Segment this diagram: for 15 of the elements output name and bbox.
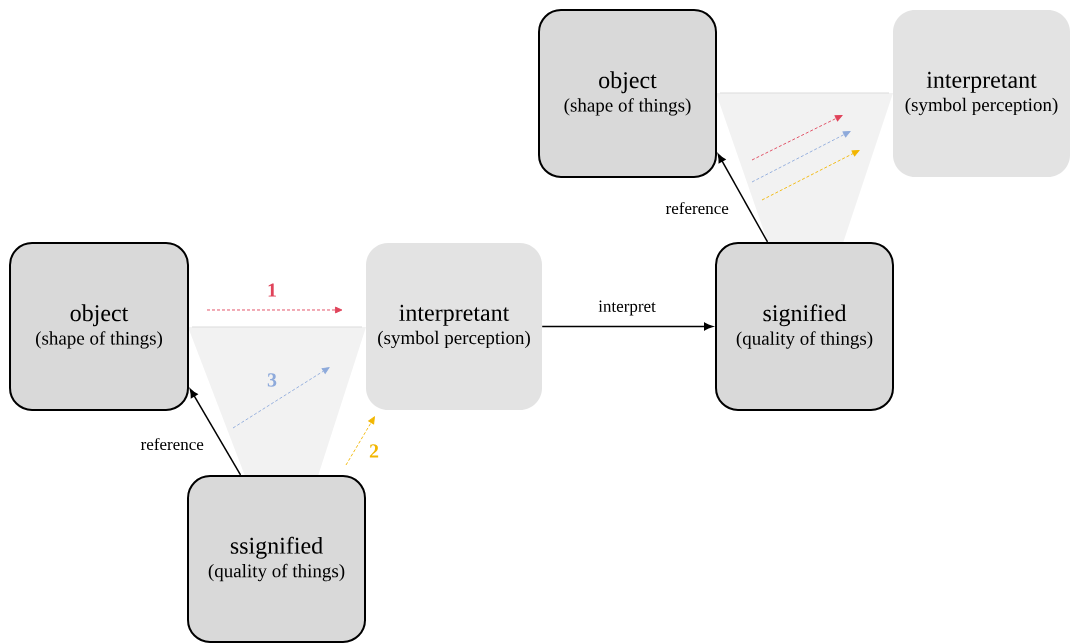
concept-box: object (shape of things) — [538, 9, 717, 178]
arrow — [541, 322, 713, 331]
edge-label: reference — [665, 201, 729, 215]
step-number: 1 — [268, 283, 276, 297]
concept-box: object (shape of things) — [9, 242, 189, 411]
edge-label: interpret — [598, 300, 656, 316]
concept-box: ssignified (quality of things) — [187, 475, 366, 643]
concept-box: interpretant (symbol perception) — [893, 10, 1070, 177]
step-number: 2 — [369, 444, 379, 458]
arrow — [189, 388, 242, 476]
edge-label: reference — [140, 437, 204, 451]
concept-box: interpretant (symbol perception) — [366, 243, 542, 410]
arrow — [717, 153, 769, 243]
step-number: 3 — [267, 373, 277, 387]
concept-box: signified (quality of things) — [715, 242, 894, 411]
